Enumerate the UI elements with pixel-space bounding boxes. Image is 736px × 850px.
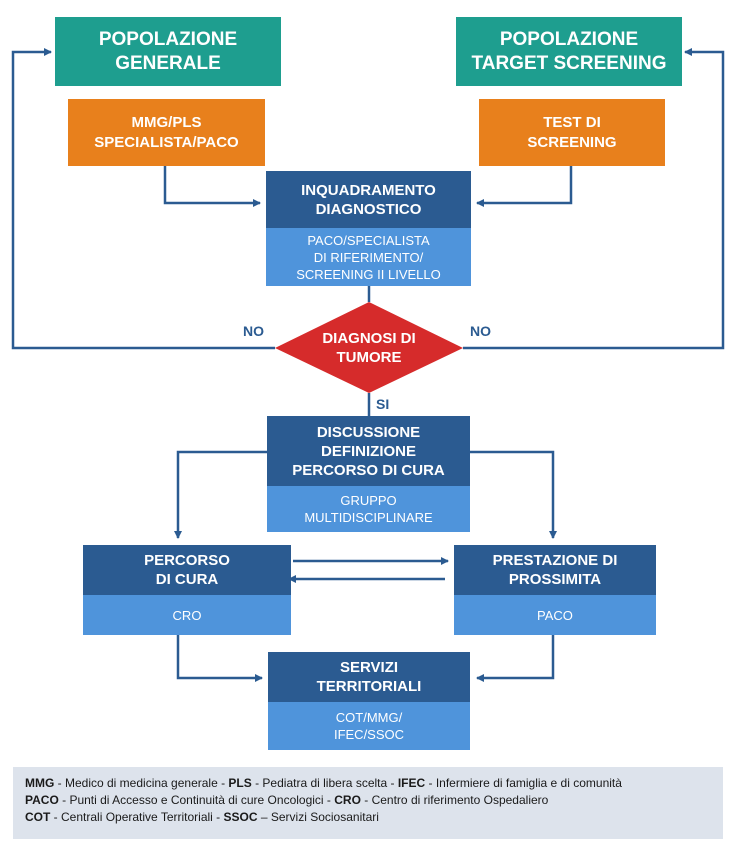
node-prestazione: PRESTAZIONE DI PROSSIMITA [454, 545, 656, 595]
legend-key-cot: COT [25, 810, 51, 824]
label-no-right: NO [470, 323, 491, 339]
legend-val-paco: - Punti di Accesso e Continuità di cure … [58, 793, 335, 807]
label-si: SI [376, 396, 390, 412]
node-test-screening: TEST DI SCREENING [479, 99, 665, 166]
arrow-discussione-to-percorso [174, 450, 267, 539]
node-inquadramento-sub-label: PACO/SPECIALISTA DI RIFERIMENTO/ SCREENI… [296, 232, 441, 282]
node-servizi-label: SERVIZI TERRITORIALI [316, 659, 422, 695]
legend-key-cro: CRO [334, 793, 361, 807]
node-diagnosi-label: DIAGNOSI DI TUMORE [322, 330, 416, 366]
node-inquadramento: INQUADRAMENTO DIAGNOSTICO [266, 171, 471, 228]
legend-val-cro: - Centro di riferimento Ospedaliero [360, 793, 549, 807]
arrow-prestazione-to-servizi [476, 635, 555, 682]
node-mmg-pls-label: MMG/PLS SPECIALISTA/PACO [94, 113, 239, 151]
legend-val-cot: - Centrali Operative Territoriali - [50, 810, 224, 824]
node-percorso: PERCORSO DI CURA [83, 545, 291, 595]
node-diagnosi: DIAGNOSI DI TUMORE [290, 322, 448, 374]
node-percorso-sub: CRO [83, 595, 291, 635]
node-servizi: SERVIZI TERRITORIALI [268, 652, 470, 702]
arrow-no-left [11, 48, 275, 350]
legend-key-pls: PLS [228, 776, 252, 790]
node-percorso-sub-label: CRO [172, 607, 202, 623]
arrow-discussione-to-prestazione [470, 450, 557, 539]
node-popolazione-generale: POPOLAZIONE GENERALE [55, 17, 281, 86]
node-inquadramento-sub: PACO/SPECIALISTA DI RIFERIMENTO/ SCREENI… [266, 228, 471, 286]
decision-diamond [275, 302, 463, 393]
legend-line-2: PACO - Punti di Accesso e Continuità di … [25, 792, 711, 809]
node-percorso-label: PERCORSO DI CURA [144, 552, 230, 588]
legend: MMG - Medico di medicina generale - PLS … [13, 767, 723, 839]
node-servizi-sub: COT/MMG/ IFEC/SSOC [268, 702, 470, 750]
legend-key-ssoc: SSOC [223, 810, 258, 824]
node-prestazione-sub: PACO [454, 595, 656, 635]
label-no-left: NO [243, 323, 264, 339]
arrow-mmg-to-inquadramento [163, 166, 261, 207]
node-prestazione-sub-label: PACO [537, 607, 573, 623]
arrow-test-to-inquadramento [476, 166, 573, 207]
legend-key-paco: PACO [25, 793, 59, 807]
node-inquadramento-label: INQUADRAMENTO DIAGNOSTICO [301, 181, 436, 218]
arrow-no-right [463, 48, 725, 350]
node-prestazione-label: PRESTAZIONE DI PROSSIMITA [492, 552, 618, 588]
legend-val-pls: - Pediatra di libera scelta - [251, 776, 398, 790]
legend-val-ssoc: – Servizi Sociosanitari [257, 810, 379, 824]
node-discussione-sub: GRUPPO MULTIDISCIPLINARE [267, 486, 470, 532]
legend-key-ifec: IFEC [397, 776, 426, 790]
node-popolazione-generale-label: POPOLAZIONE GENERALE [98, 28, 238, 74]
legend-key-mmg: MMG [25, 776, 55, 790]
node-discussione-label: DISCUSSIONE DEFINIZIONE PERCORSO DI CURA [292, 423, 445, 479]
legend-line-1: MMG - Medico di medicina generale - PLS … [25, 775, 711, 792]
node-discussione-sub-label: GRUPPO MULTIDISCIPLINARE [304, 493, 433, 525]
legend-val-mmg: - Medico di medicina generale - [54, 776, 229, 790]
node-servizi-sub-label: COT/MMG/ IFEC/SSOC [333, 710, 405, 742]
arrow-percorso-to-servizi [176, 635, 263, 682]
legend-line-3: COT - Centrali Operative Territoriali - … [25, 809, 711, 826]
node-popolazione-target: POPOLAZIONE TARGET SCREENING [456, 17, 682, 86]
node-test-screening-label: TEST DI SCREENING [527, 113, 617, 151]
node-discussione: DISCUSSIONE DEFINIZIONE PERCORSO DI CURA [267, 416, 470, 486]
legend-val-ifec: - Infermiere di famiglia e di comunità [425, 776, 622, 790]
node-mmg-pls: MMG/PLS SPECIALISTA/PACO [68, 99, 265, 166]
node-popolazione-target-label: POPOLAZIONE TARGET SCREENING [471, 28, 667, 74]
